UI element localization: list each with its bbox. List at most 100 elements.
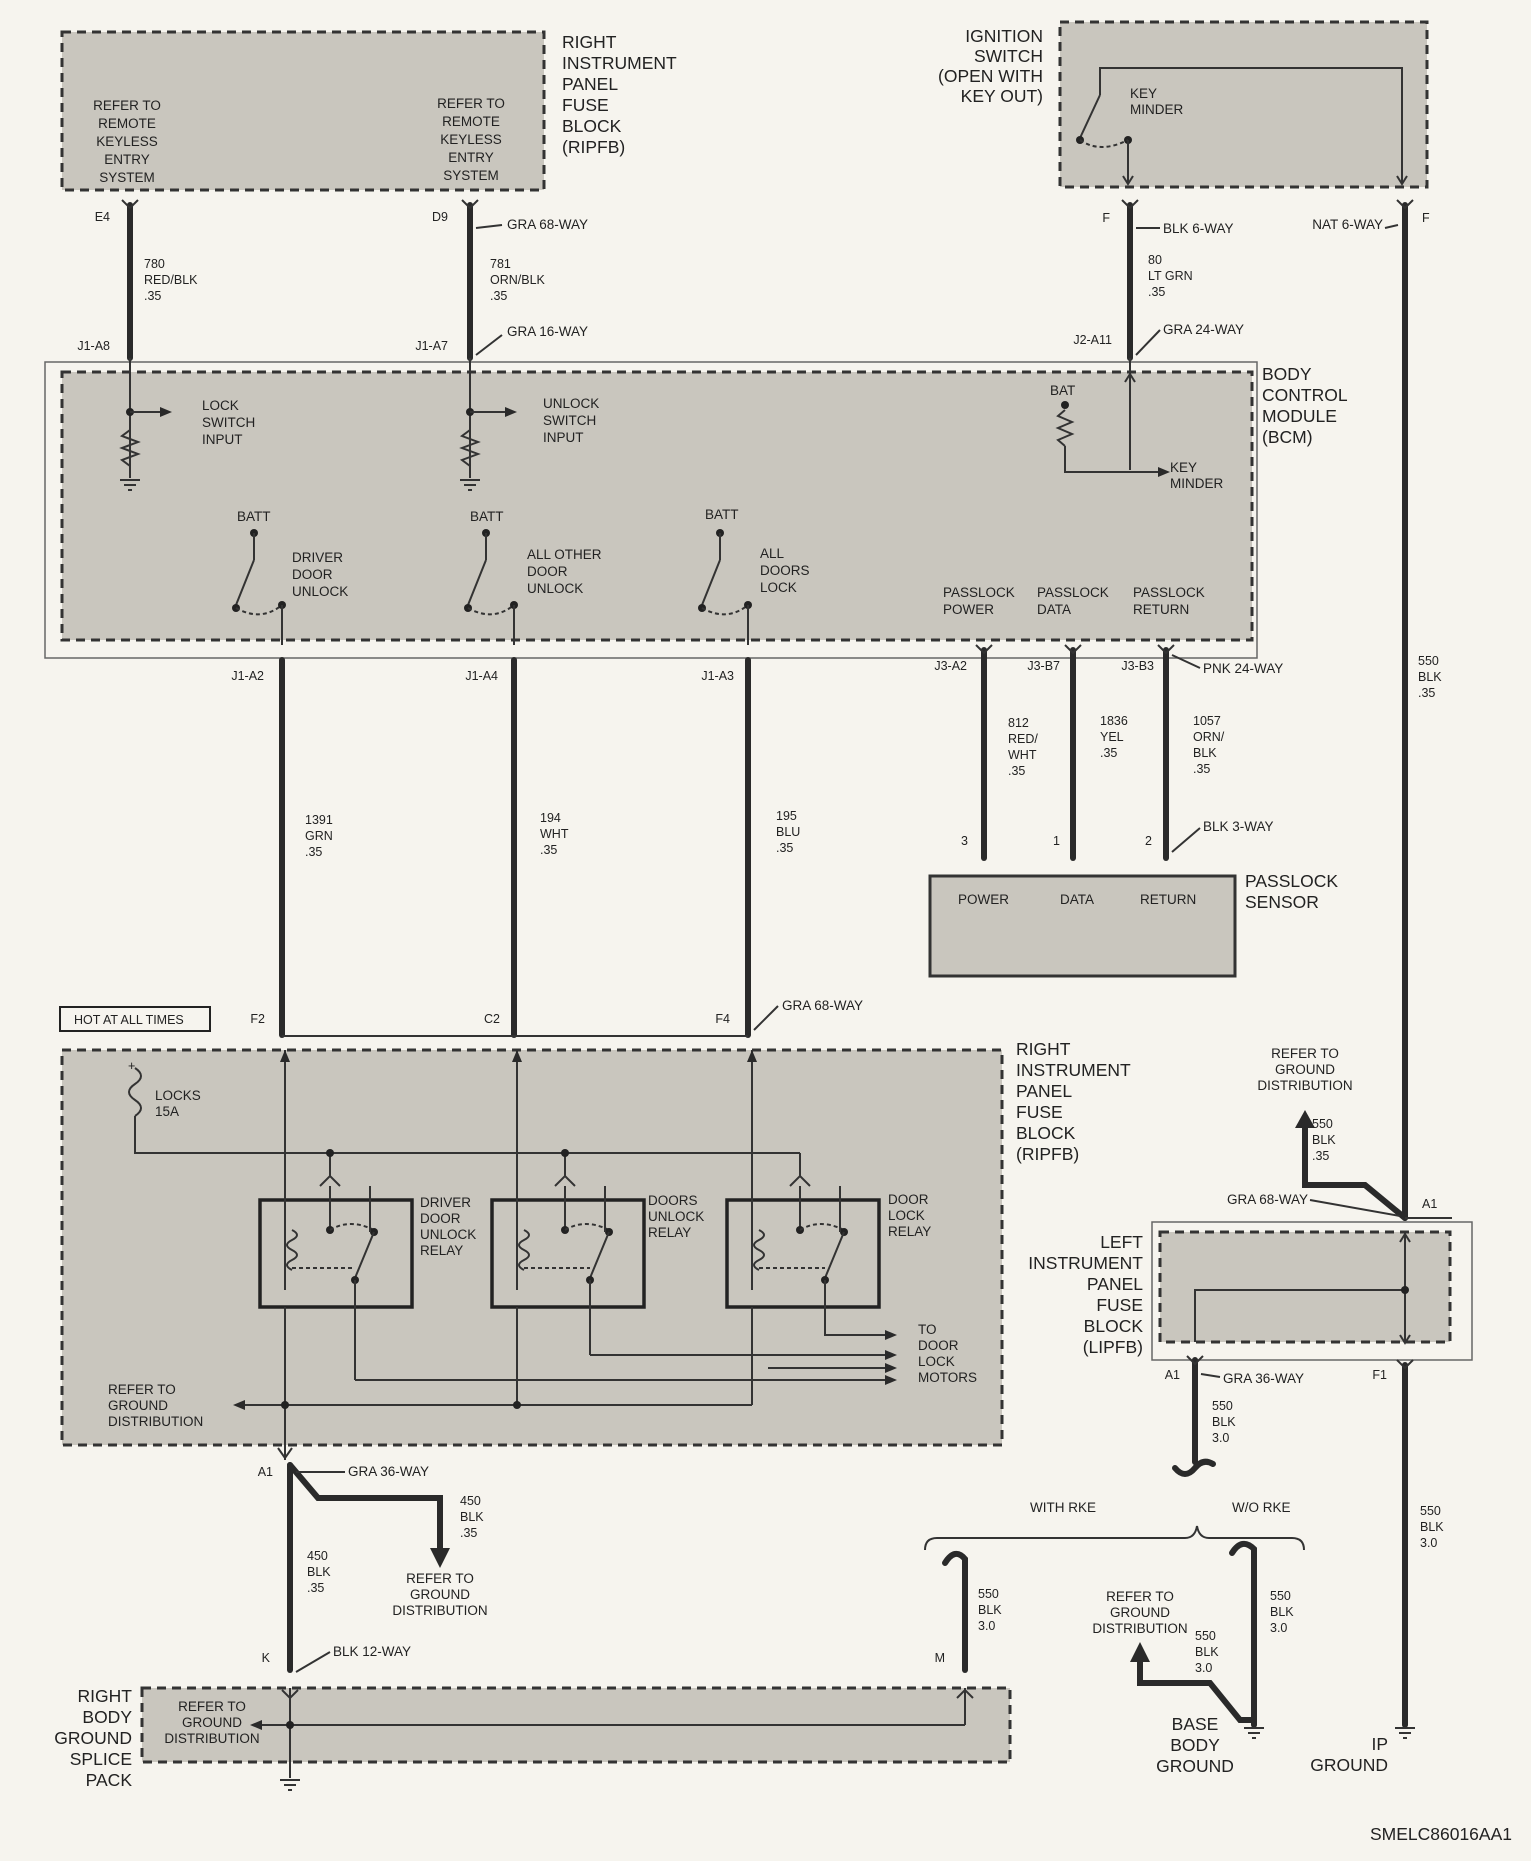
svg-text:ORN/: ORN/ [1193, 730, 1225, 744]
connector-labels: GRA 68-WAY GRA 16-WAY BLK 6-WAY NAT 6-WA… [333, 217, 1383, 1659]
svg-text:KEY OUT): KEY OUT) [961, 86, 1043, 106]
svg-text:GRA 24-WAY: GRA 24-WAY [1163, 322, 1244, 337]
svg-text:DOOR: DOOR [918, 1338, 959, 1353]
svg-text:GRA 68-WAY: GRA 68-WAY [782, 998, 863, 1013]
svg-text:(RIPFB): (RIPFB) [1016, 1144, 1079, 1164]
svg-text:J1-A4: J1-A4 [465, 669, 498, 683]
svg-text:LOCK: LOCK [202, 398, 239, 413]
svg-text:DOOR: DOOR [888, 1192, 929, 1207]
svg-text:BLU: BLU [776, 825, 800, 839]
svg-text:WHT: WHT [1008, 748, 1037, 762]
fuse-label: LOCKS 15A [155, 1088, 201, 1119]
svg-text:FUSE: FUSE [1096, 1295, 1143, 1315]
bcm-batt-label-1: BATT [237, 509, 271, 524]
lipfb-frame [1151, 1221, 1473, 1361]
bcm-output-switch-3 [698, 529, 752, 645]
passlock-sensor-pins: POWER DATA RETURN [958, 892, 1196, 907]
bcm-lock-input [119, 358, 172, 491]
svg-text:E4: E4 [95, 210, 110, 224]
svg-text:RED/: RED/ [1008, 732, 1038, 746]
svg-text:BASE: BASE [1172, 1714, 1219, 1734]
svg-text:INPUT: INPUT [543, 430, 584, 445]
svg-text:RELAY: RELAY [888, 1224, 931, 1239]
svg-text:PNK 24-WAY: PNK 24-WAY [1203, 661, 1283, 676]
wire-550-lipfb [1172, 1355, 1216, 1477]
svg-text:BODY: BODY [82, 1707, 132, 1727]
svg-text:UNLOCK: UNLOCK [648, 1209, 704, 1224]
relay-driver-door-unlock [258, 1050, 414, 1460]
svg-text:450: 450 [307, 1549, 328, 1563]
svg-text:15A: 15A [155, 1104, 179, 1119]
svg-text:DATA: DATA [1060, 892, 1094, 907]
svg-text:DOOR: DOOR [292, 567, 333, 582]
svg-text:F4: F4 [715, 1012, 730, 1026]
svg-text:RETURN: RETURN [1140, 892, 1196, 907]
svg-text:1836: 1836 [1100, 714, 1128, 728]
svg-text:LOCK: LOCK [918, 1354, 955, 1369]
bcm-box [60, 370, 1254, 642]
svg-text:GRA 68-WAY: GRA 68-WAY [507, 217, 588, 232]
svg-text:PANEL: PANEL [1016, 1081, 1072, 1101]
svg-text:BLK 12-WAY: BLK 12-WAY [333, 1644, 411, 1659]
svg-text:F1: F1 [1372, 1368, 1387, 1382]
svg-text:DRIVER: DRIVER [292, 550, 343, 565]
ripfb-ground-bus [233, 1400, 752, 1460]
bcm-passlock-labels: PASSLOCK POWER PASSLOCK DATA PASSLOCK RE… [943, 585, 1205, 617]
splice-pack-internals [250, 1688, 974, 1778]
svg-text:BLK: BLK [460, 1510, 484, 1524]
svg-text:781: 781 [490, 257, 511, 271]
svg-text:REFER TO: REFER TO [1271, 1046, 1339, 1061]
svg-text:UNLOCK: UNLOCK [420, 1227, 476, 1242]
passlock-sensor-box [928, 874, 1237, 978]
svg-text:+: + [128, 1059, 135, 1073]
wire-1836 [1064, 644, 1082, 861]
bcm-lock-input-label: LOCK SWITCH INPUT [202, 398, 255, 447]
svg-text:UNLOCK: UNLOCK [527, 581, 583, 596]
svg-text:TO: TO [918, 1322, 937, 1337]
svg-text:.35: .35 [144, 289, 161, 303]
relay2-label: DOORS UNLOCK RELAY [648, 1193, 704, 1240]
svg-text:2: 2 [1145, 834, 1152, 848]
bcm-key-minder-circuit [1055, 358, 1170, 477]
ripfb-top-title: RIGHT INSTRUMENT PANEL FUSE BLOCK (RIPFB… [562, 32, 677, 157]
svg-text:3.0: 3.0 [1270, 1621, 1287, 1635]
svg-text:BLK: BLK [1418, 670, 1442, 684]
svg-text:3.0: 3.0 [1212, 1431, 1229, 1445]
svg-text:BLK: BLK [1212, 1415, 1236, 1429]
svg-text:INSTRUMENT: INSTRUMENT [1016, 1060, 1131, 1080]
svg-text:550: 550 [978, 1587, 999, 1601]
svg-text:POWER: POWER [958, 892, 1009, 907]
bcm-title: BODY CONTROL MODULE (BCM) [1262, 364, 1348, 447]
svg-text:C2: C2 [484, 1012, 500, 1026]
svg-text:KEY: KEY [1130, 86, 1157, 101]
relay3-label: DOOR LOCK RELAY [888, 1192, 931, 1239]
wire-550-rke [942, 1550, 968, 1673]
svg-text:LT GRN: LT GRN [1148, 269, 1193, 283]
svg-text:DOORS: DOORS [760, 563, 810, 578]
passlock-sensor-title: PASSLOCK SENSOR [1245, 871, 1338, 912]
svg-text:DISTRIBUTION: DISTRIBUTION [1092, 1621, 1187, 1636]
lipfb-internals [1194, 1232, 1411, 1345]
ripfb-bottom-box [60, 1048, 1004, 1447]
base-ground-ref-label: REFER TO GROUND DISTRIBUTION [1092, 1589, 1187, 1636]
svg-text:PASSLOCK: PASSLOCK [1037, 585, 1109, 600]
bcm-doors-lock-label: ALL DOORS LOCK [760, 546, 810, 595]
svg-text:WHT: WHT [540, 827, 569, 841]
ripfb-top-box [60, 30, 546, 192]
svg-text:550: 550 [1195, 1629, 1216, 1643]
wire-780 [121, 199, 139, 361]
svg-text:RED/BLK: RED/BLK [144, 273, 198, 287]
svg-text:.35: .35 [1148, 285, 1165, 299]
svg-text:NAT 6-WAY: NAT 6-WAY [1312, 217, 1383, 232]
svg-text:RELAY: RELAY [648, 1225, 691, 1240]
svg-text:ALL OTHER: ALL OTHER [527, 547, 602, 562]
svg-text:UNLOCK: UNLOCK [292, 584, 348, 599]
motors-label: TO DOOR LOCK MOTORS [918, 1322, 977, 1385]
svg-text:(OPEN WITH: (OPEN WITH [938, 66, 1043, 86]
svg-text:M: M [935, 1651, 945, 1665]
svg-text:194: 194 [540, 811, 561, 825]
svg-text:BLK: BLK [1193, 746, 1217, 760]
svg-text:DISTRIBUTION: DISTRIBUTION [108, 1414, 203, 1429]
svg-text:DISTRIBUTION: DISTRIBUTION [164, 1731, 259, 1746]
ignition-switch-contacts [1076, 67, 1408, 186]
